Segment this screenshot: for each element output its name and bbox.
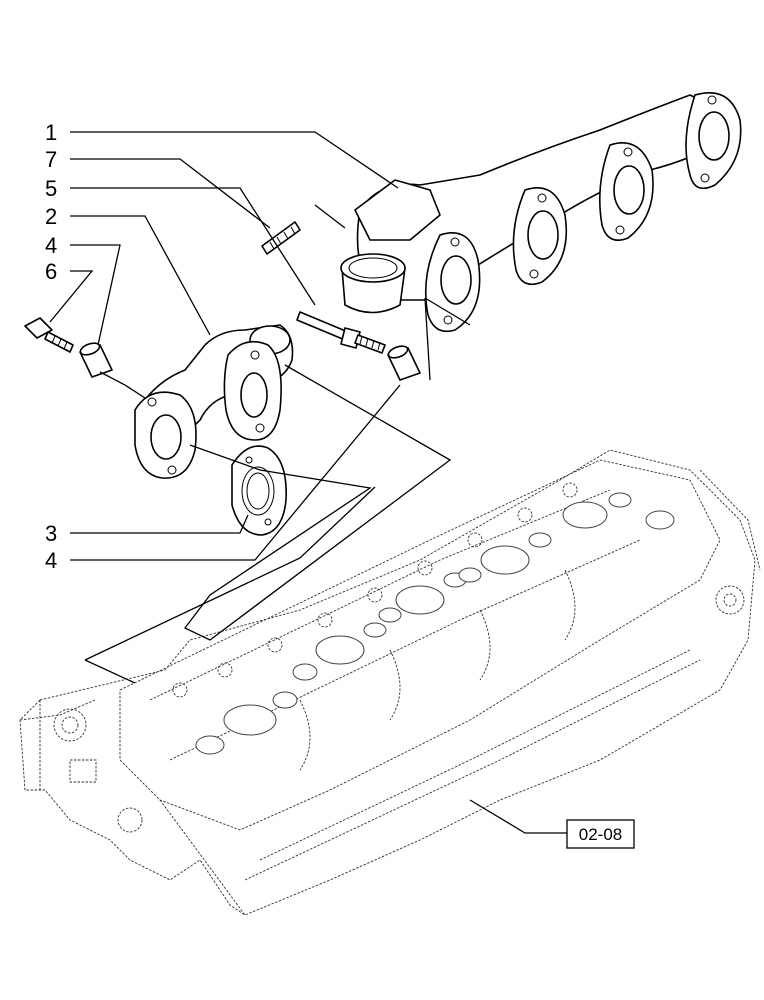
manifold-port-flange: [424, 232, 481, 333]
head-bolt-bosses: [172, 482, 578, 698]
spacer-part-4-upper: [79, 342, 113, 378]
manifold-port-flange: [512, 187, 568, 286]
exhaust-elbow-part-2: [134, 324, 294, 479]
callout-leaders: [49, 131, 567, 834]
gasket-part-3: [231, 445, 287, 536]
callout-4-lower: 4: [45, 548, 57, 573]
callout-labels: 1 7 5 2 4 6 3 4: [45, 120, 57, 573]
cylinder-group: [195, 492, 675, 755]
elbow-flange: [223, 340, 282, 441]
bolt-part-6: [24, 317, 74, 353]
cylinder-head-drawing: [19, 449, 761, 916]
callout-5: 5: [45, 176, 57, 201]
callout-3: 3: [45, 521, 57, 546]
reference-label: 02-08: [579, 825, 622, 844]
spacer-part-4-lower: [387, 345, 421, 381]
stud-part-7: [261, 221, 301, 255]
outlet-sleeve: [340, 253, 406, 314]
stud-part-5: [296, 311, 386, 354]
callout-4-upper: 4: [45, 233, 57, 258]
elbow-end-flange: [134, 391, 197, 479]
exhaust-manifold-part-1: [340, 91, 742, 333]
reference-box-frame: [566, 819, 635, 849]
callout-7: 7: [45, 147, 57, 172]
callout-1: 1: [45, 120, 57, 145]
manifold-port-flange: [598, 142, 654, 241]
callout-6: 6: [45, 259, 57, 284]
reference-box[interactable]: 02-08: [566, 819, 635, 849]
callout-2: 2: [45, 204, 57, 229]
assembly-lines: [84, 204, 471, 684]
manifold-port-flange: [685, 91, 742, 190]
